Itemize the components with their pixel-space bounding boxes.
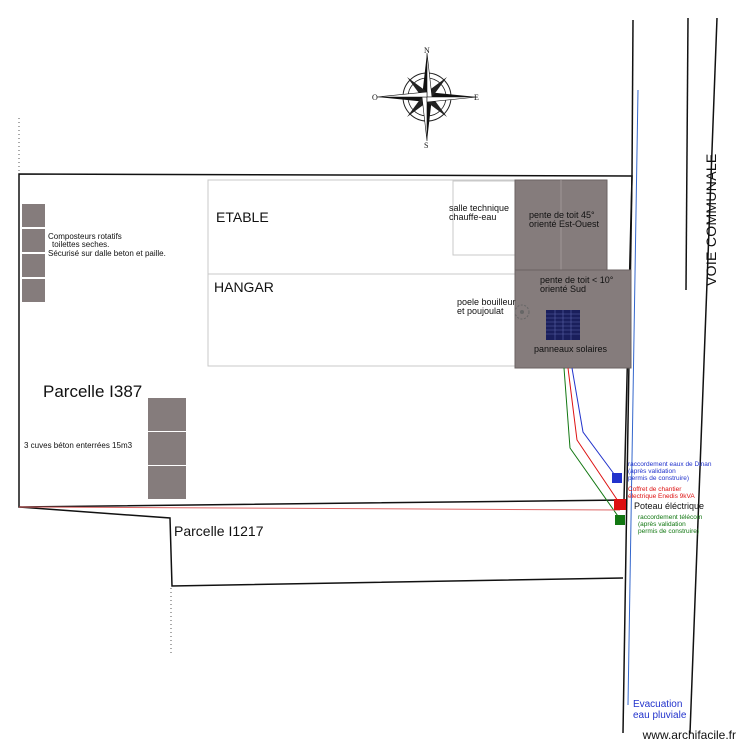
composteur-1	[22, 204, 45, 227]
roof-10-label: pente de toit < 10° orienté Sud	[540, 275, 614, 295]
solar-panels-icon	[546, 310, 580, 340]
stormwater-line	[627, 89, 639, 706]
parcel-i387-label: Parcelle I387	[43, 382, 143, 401]
electric-box-label: Coffret de chantier électrique Enedis 9k…	[628, 486, 695, 501]
composteur-4	[22, 279, 45, 302]
telecom-marker	[615, 515, 625, 525]
parcel-i1217-label: Parcelle I1217	[174, 523, 264, 539]
water-connection-label: raccordement eaux de Dinan (après valida…	[628, 461, 712, 483]
etable-label: ETABLE	[216, 209, 269, 225]
electric-box-marker	[614, 499, 626, 510]
tank-2	[148, 432, 186, 465]
roof-45-label: pente de toit 45° orienté Est-Ouest	[529, 210, 600, 230]
composteurs-label: Composteurs rotatifs toilettes seches. S…	[48, 232, 166, 258]
solar-panels-label: panneaux solaires	[534, 344, 608, 354]
tanks-label: 3 cuves béton enterrées 15m3	[24, 441, 133, 450]
road-edge-left	[631, 19, 634, 177]
stove-label: poele bouilleur et poujoulat	[457, 297, 516, 317]
compass-north-label: N	[424, 46, 430, 55]
electric-boundary-line	[18, 506, 621, 511]
compass-rose-icon	[376, 52, 478, 142]
compass-west-label: O	[372, 93, 378, 102]
road-label: VOIE COMMUNALE	[703, 153, 719, 286]
electric-network-line	[567, 367, 621, 505]
pole-label: Poteau éléctrique	[634, 501, 705, 511]
etable-building	[207, 179, 517, 275]
drainage-label: Evacuation eau pluviale	[632, 699, 687, 721]
composteur-3	[22, 254, 45, 277]
compass-east-label: E	[474, 93, 479, 102]
telecom-label: raccordement télécom (après validation p…	[638, 514, 703, 536]
technical-room-label: salle technique chauffe-eau	[449, 203, 510, 223]
parcel-boundary-road	[622, 175, 633, 734]
telecom-network-line	[563, 367, 621, 520]
tank-3	[148, 466, 186, 499]
road-edge-right	[685, 17, 689, 291]
watermark-link[interactable]: www.archifacile.fr	[642, 728, 736, 742]
parcel-i1217-outline	[18, 506, 624, 587]
hangar-label: HANGAR	[214, 279, 274, 295]
road-right-line	[689, 17, 718, 734]
water-connection-marker	[612, 473, 622, 483]
tank-1	[148, 398, 186, 431]
compass-south-label: S	[424, 141, 429, 150]
composteur-2	[22, 229, 45, 252]
water-network-line	[571, 367, 618, 479]
stove-icon	[514, 304, 530, 320]
